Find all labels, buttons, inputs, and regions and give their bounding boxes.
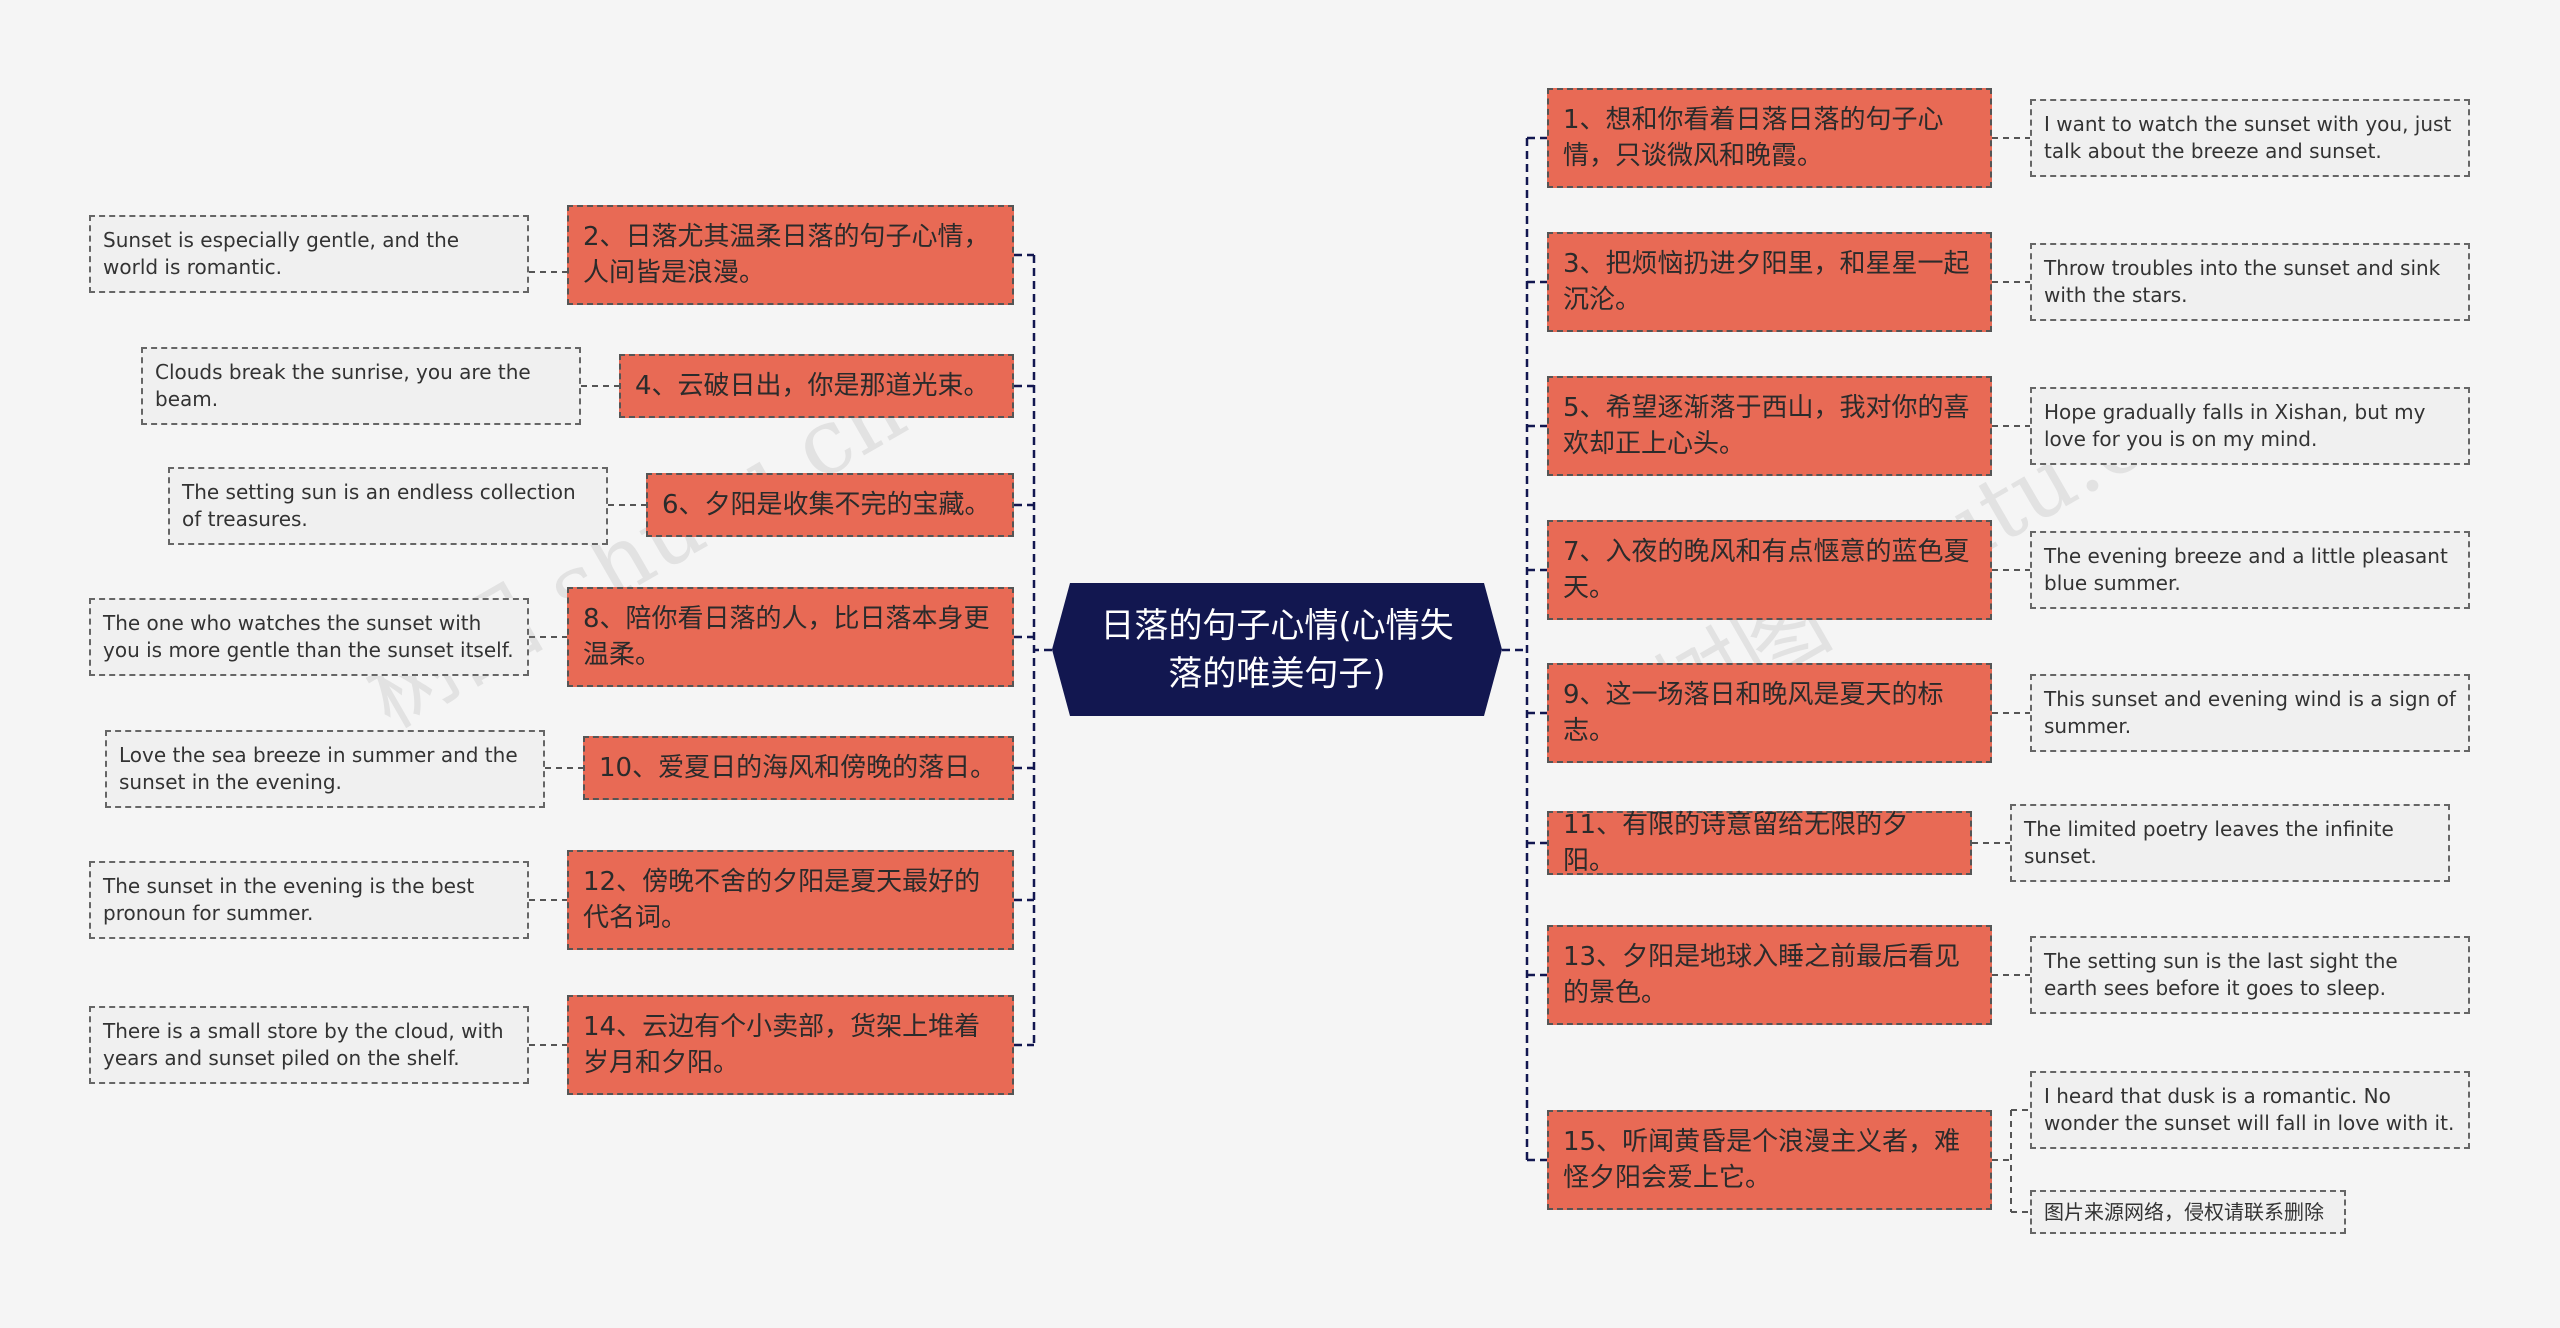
leaf-label: The limited poetry leaves the infinite s…: [2024, 817, 2394, 868]
leaf-label: The setting sun is the last sight the ea…: [2044, 949, 2398, 1000]
leaf-node-4[interactable]: Clouds break the sunrise, you are the be…: [141, 347, 581, 425]
leaf-node-10[interactable]: Love the sea breeze in summer and the su…: [105, 730, 545, 808]
leaf-node-2[interactable]: Sunset is especially gentle, and the wor…: [89, 215, 529, 293]
branch-node-13[interactable]: 13、夕阳是地球入睡之前最后看见的景色。: [1547, 925, 1992, 1025]
root-topic[interactable]: 日落的句子心情(心情失落的唯美句子): [1052, 583, 1502, 716]
leaf-label: Love the sea breeze in summer and the su…: [119, 743, 518, 794]
branch-label: 14、云边有个小卖部，货架上堆着岁月和夕阳。: [583, 1012, 981, 1078]
leaf-label: Clouds break the sunrise, you are the be…: [155, 360, 531, 411]
branch-node-3[interactable]: 3、把烦恼扔进夕阳里，和星星一起沉沦。: [1547, 232, 1992, 332]
branch-node-1[interactable]: 1、想和你看着日落日落的句子心情，只谈微风和晚霞。: [1547, 88, 1992, 188]
leaf-node-12[interactable]: The sunset in the evening is the best pr…: [89, 861, 529, 939]
branch-node-11[interactable]: 11、有限的诗意留给无限的夕阳。: [1547, 810, 1972, 876]
leaf-node-13[interactable]: The setting sun is the last sight the ea…: [2030, 936, 2470, 1014]
leaf-node-8[interactable]: The one who watches the sunset with you …: [89, 598, 529, 676]
branch-label: 1、想和你看着日落日落的句子心情，只谈微风和晚霞。: [1563, 105, 1944, 171]
leaf-node-3[interactable]: Throw troubles into the sunset and sink …: [2030, 243, 2470, 321]
source-note-label: 图片来源网络，侵权请联系删除: [2044, 1199, 2324, 1224]
leaf-label: The setting sun is an endless collection…: [182, 480, 576, 531]
leaf-label: This sunset and evening wind is a sign o…: [2044, 687, 2456, 738]
branch-node-4[interactable]: 4、云破日出，你是那道光束。: [619, 354, 1014, 418]
branch-label: 15、听闻黄昏是个浪漫主义者，难怪夕阳会爱上它。: [1563, 1127, 1961, 1193]
root-topic-label: 日落的句子心情(心情失落的唯美句子): [1100, 605, 1454, 694]
branch-label: 8、陪你看日落的人，比日落本身更温柔。: [583, 604, 990, 670]
leaf-node-5[interactable]: Hope gradually falls in Xishan, but my l…: [2030, 387, 2470, 465]
leaf-label: There is a small store by the cloud, wit…: [103, 1019, 504, 1070]
branch-label: 7、入夜的晚风和有点惬意的蓝色夏天。: [1563, 537, 1970, 603]
leaf-label: Hope gradually falls in Xishan, but my l…: [2044, 400, 2426, 451]
branch-node-14[interactable]: 14、云边有个小卖部，货架上堆着岁月和夕阳。: [567, 995, 1014, 1095]
branch-label: 12、傍晚不舍的夕阳是夏天最好的代名词。: [583, 867, 981, 933]
branch-node-5[interactable]: 5、希望逐渐落于西山，我对你的喜欢却正上心头。: [1547, 376, 1992, 476]
leaf-node-6[interactable]: The setting sun is an endless collection…: [168, 467, 608, 545]
branch-node-8[interactable]: 8、陪你看日落的人，比日落本身更温柔。: [567, 587, 1014, 687]
branch-label: 11、有限的诗意留给无限的夕阳。: [1563, 810, 1909, 876]
branch-node-9[interactable]: 9、这一场落日和晚风是夏天的标志。: [1547, 663, 1992, 763]
branch-label: 5、希望逐渐落于西山，我对你的喜欢却正上心头。: [1563, 393, 1970, 459]
leaf-node-7[interactable]: The evening breeze and a little pleasant…: [2030, 531, 2470, 609]
branch-label: 6、夕阳是收集不完的宝藏。: [662, 490, 991, 520]
leaf-label: Sunset is especially gentle, and the wor…: [103, 228, 460, 279]
branch-label: 13、夕阳是地球入睡之前最后看见的景色。: [1563, 942, 1961, 1008]
leaf-label: I want to watch the sunset with you, jus…: [2044, 112, 2452, 163]
leaf-label: The one who watches the sunset with you …: [103, 611, 514, 662]
leaf-node-11[interactable]: The limited poetry leaves the infinite s…: [2010, 804, 2450, 882]
branch-label: 3、把烦恼扔进夕阳里，和星星一起沉沦。: [1563, 249, 1970, 315]
leaf-label: The sunset in the evening is the best pr…: [103, 874, 475, 925]
branch-label: 4、云破日出，你是那道光束。: [635, 371, 990, 401]
branch-node-6[interactable]: 6、夕阳是收集不完的宝藏。: [646, 473, 1014, 537]
branch-label: 10、爱夏日的海风和傍晚的落日。: [599, 753, 997, 783]
leaf-node-1[interactable]: I want to watch the sunset with you, jus…: [2030, 99, 2470, 177]
leaf-label: Throw troubles into the sunset and sink …: [2044, 256, 2441, 307]
leaf-node-14[interactable]: There is a small store by the cloud, wit…: [89, 1006, 529, 1084]
leaf-label: The evening breeze and a little pleasant…: [2044, 544, 2448, 595]
source-note[interactable]: 图片来源网络，侵权请联系删除: [2030, 1190, 2346, 1234]
branch-node-12[interactable]: 12、傍晚不舍的夕阳是夏天最好的代名词。: [567, 850, 1014, 950]
branch-label: 2、日落尤其温柔日落的句子心情，人间皆是浪漫。: [583, 222, 990, 288]
leaf-node-15[interactable]: I heard that dusk is a romantic. No wond…: [2030, 1071, 2470, 1149]
branch-node-15[interactable]: 15、听闻黄昏是个浪漫主义者，难怪夕阳会爱上它。: [1547, 1110, 1992, 1210]
branch-node-7[interactable]: 7、入夜的晚风和有点惬意的蓝色夏天。: [1547, 520, 1992, 620]
branch-label: 9、这一场落日和晚风是夏天的标志。: [1563, 680, 1944, 746]
branch-node-2[interactable]: 2、日落尤其温柔日落的句子心情，人间皆是浪漫。: [567, 205, 1014, 305]
leaf-node-9[interactable]: This sunset and evening wind is a sign o…: [2030, 674, 2470, 752]
leaf-label: I heard that dusk is a romantic. No wond…: [2044, 1084, 2455, 1135]
branch-node-10[interactable]: 10、爱夏日的海风和傍晚的落日。: [583, 736, 1014, 800]
